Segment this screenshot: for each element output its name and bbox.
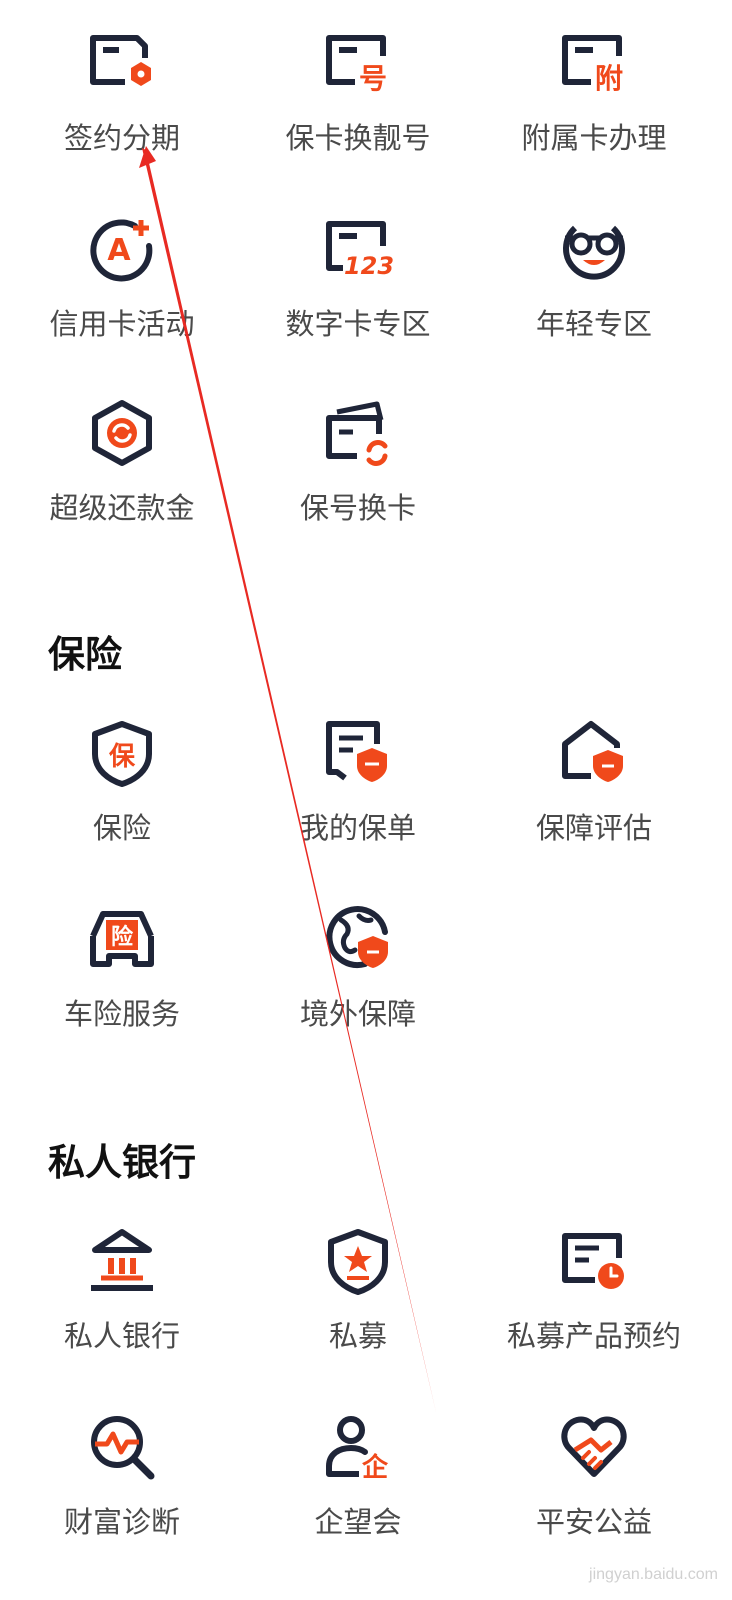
grid-item-label: 私募 (328, 1319, 387, 1353)
svg-text:号: 号 (359, 62, 387, 95)
heart-handshake-icon (561, 1416, 627, 1477)
grid-item-my-policy[interactable]: 我的保单 (236, 720, 480, 846)
grid-item-keep-number-change-card[interactable]: 保号换卡 (236, 400, 480, 526)
grid-item-label: 平安公益 (535, 1505, 652, 1539)
card-clock-icon (562, 1233, 624, 1289)
a-plus-badge-icon: A (90, 219, 153, 282)
grid-item-label: 信用卡活动 (49, 307, 195, 341)
card-attach-icon: 附 (562, 35, 623, 95)
grid-item-label: 私人银行 (63, 1319, 180, 1353)
grid-item-sign-installment[interactable]: 签约分期 (0, 30, 244, 156)
grid-item-label: 企望会 (314, 1505, 402, 1539)
magnifier-pulse-icon (91, 1416, 155, 1480)
grid-item-private-banking[interactable]: 私人银行 (0, 1228, 244, 1354)
grid-item-enterprise-club[interactable]: 企 企望会 (236, 1414, 480, 1540)
grid-item-label: 境外保障 (299, 997, 416, 1031)
grid-item-overseas-coverage[interactable]: 境外保障 (236, 906, 480, 1032)
grid-item-wealth-diagnosis[interactable]: 财富诊断 (0, 1414, 244, 1540)
grid-item-super-repayment[interactable]: 超级还款金 (0, 400, 244, 526)
watermark: jingyan.baidu.com (589, 1566, 718, 1583)
grid-item-label: 数字卡专区 (285, 307, 431, 341)
grid-item-credit-card-activities[interactable]: A 信用卡活动 (0, 216, 244, 342)
shield-star-icon (328, 1229, 388, 1295)
card-hexagon-icon (90, 35, 151, 86)
globe-shield-icon (326, 906, 388, 969)
svg-text:企: 企 (362, 1452, 389, 1483)
grid-item-label: 我的保单 (299, 811, 416, 845)
section-title-private-banking: 私人银行 (48, 1141, 196, 1184)
shield-bao-icon: 保 (92, 721, 152, 787)
card-number-icon: 号 (326, 35, 387, 95)
grid-item-label: 超级还款金 (49, 491, 195, 525)
grid-item-keep-card-lucky-number[interactable]: 号 保卡换靓号 (236, 30, 480, 156)
section-title-insurance: 保险 (48, 633, 122, 676)
card-swap-icon (326, 401, 388, 466)
grid-item-label: 保障评估 (535, 811, 652, 845)
grid-item-insurance[interactable]: 保 保险 (0, 720, 244, 846)
grid-item-ping-an-charity[interactable]: 平安公益 (472, 1414, 716, 1540)
grid-item-auto-insurance-service[interactable]: 险 车险服务 (0, 906, 244, 1032)
grid-item-youth-zone[interactable]: 年轻专区 (472, 216, 716, 342)
grid-item-coverage-assessment[interactable]: 保障评估 (472, 720, 716, 846)
grid-item-label: 年轻专区 (535, 307, 652, 341)
grid-item-label: 车险服务 (63, 997, 180, 1031)
grid-item-label: 保险 (92, 811, 151, 845)
grid-item-label: 保卡换靓号 (285, 121, 431, 155)
card-123-icon: 123 (326, 221, 394, 280)
grid-item-label: 签约分期 (63, 121, 180, 155)
svg-text:附: 附 (595, 62, 623, 95)
svg-text:123: 123 (344, 252, 394, 280)
grid-item-supplementary-card[interactable]: 附 附属卡办理 (472, 30, 716, 156)
grid-item-label: 附属卡办理 (521, 121, 667, 155)
svg-text:险: 险 (111, 924, 134, 950)
grid-item-label: 私募产品预约 (506, 1319, 681, 1353)
svg-text:保: 保 (108, 742, 136, 772)
glasses-face-icon (563, 225, 625, 280)
svg-text:A: A (107, 233, 131, 268)
person-enterprise-icon: 企 (326, 1416, 389, 1483)
grid-item-private-equity-reservation[interactable]: 私募产品预约 (472, 1228, 716, 1354)
grid-item-label: 保号换卡 (299, 491, 416, 525)
hexagon-refresh-icon (92, 400, 152, 466)
grid-item-label: 财富诊断 (63, 1505, 180, 1539)
policy-document-icon (326, 721, 387, 782)
bank-building-icon (91, 1229, 153, 1291)
grid-item-digital-card-zone[interactable]: 123 数字卡专区 (236, 216, 480, 342)
grid-item-private-equity[interactable]: 私募 (236, 1228, 480, 1354)
house-shield-icon (562, 721, 623, 782)
car-insurance-icon: 险 (90, 911, 154, 967)
